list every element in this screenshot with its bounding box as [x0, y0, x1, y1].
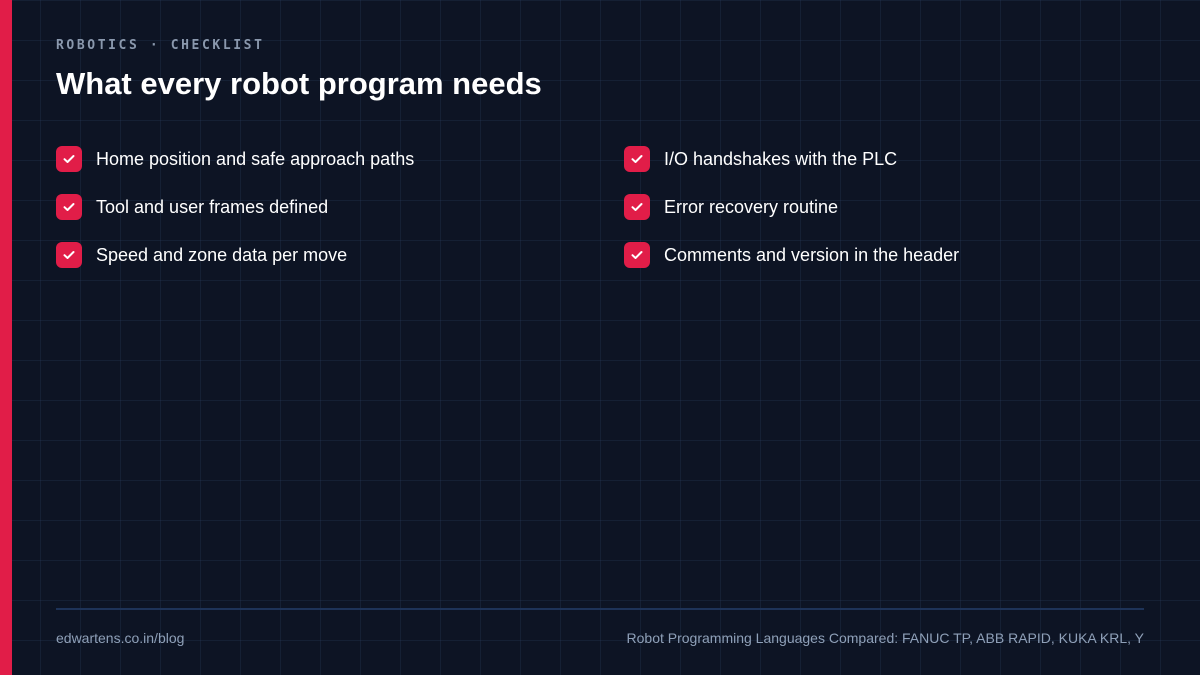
checklist-item: Tool and user frames defined	[56, 194, 624, 242]
page-title: What every robot program needs	[56, 66, 542, 101]
checklist-item: Speed and zone data per move	[56, 242, 624, 290]
checklist-item: Error recovery routine	[624, 194, 1124, 242]
checklist-item: Home position and safe approach paths	[56, 146, 624, 194]
check-icon	[624, 194, 650, 220]
check-icon	[56, 146, 82, 172]
checklist-item: Comments and version in the header	[624, 242, 1124, 290]
check-icon	[624, 146, 650, 172]
check-icon	[56, 194, 82, 220]
footer-article-title: Robot Programming Languages Compared: FA…	[626, 630, 1144, 646]
checklist-item-label: Comments and version in the header	[664, 245, 960, 265]
checklist-item-label: I/O handshakes with the PLC	[664, 149, 898, 169]
checklist-item-label: Speed and zone data per move	[96, 245, 348, 265]
check-icon	[56, 242, 82, 268]
accent-bar	[0, 0, 12, 675]
footer-site-link[interactable]: edwartens.co.in/blog	[56, 630, 185, 646]
checklist-item-label: Error recovery routine	[664, 197, 839, 217]
checklist-item-label: Tool and user frames defined	[96, 197, 329, 217]
checklist: Home position and safe approach paths To…	[56, 146, 1156, 290]
check-icon	[624, 242, 650, 268]
checklist-item: I/O handshakes with the PLC	[624, 146, 1124, 194]
eyebrow-label: ROBOTICS · CHECKLIST	[56, 38, 265, 53]
footer-divider	[56, 608, 1144, 610]
checklist-item-label: Home position and safe approach paths	[96, 149, 415, 169]
